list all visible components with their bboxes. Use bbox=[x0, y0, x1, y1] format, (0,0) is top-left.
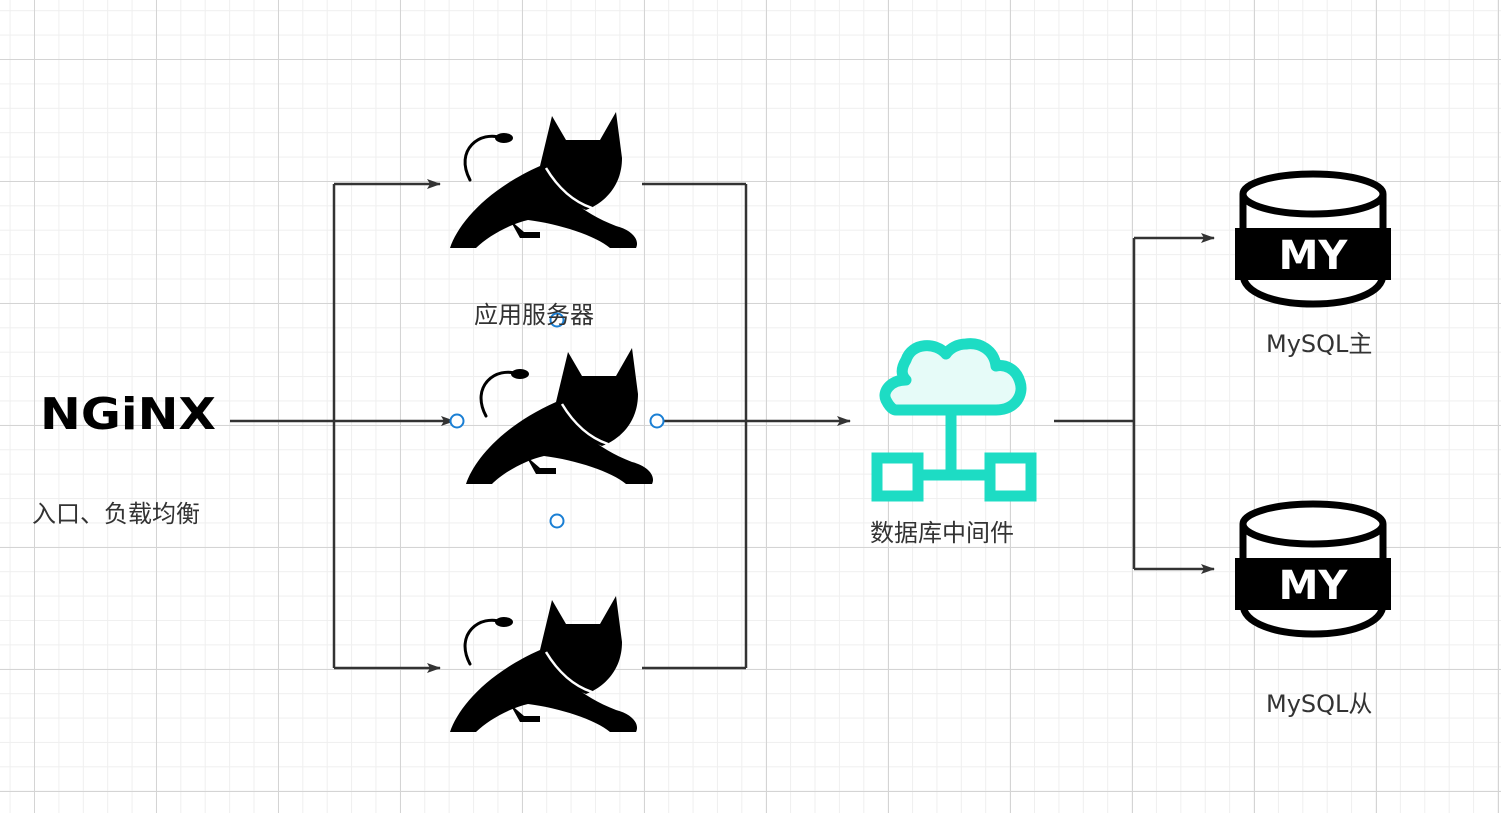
mysql-master-badge: MY bbox=[1279, 233, 1349, 279]
connector-group-servers-to-middleware bbox=[642, 182, 851, 670]
selection-handle-top[interactable] bbox=[549, 312, 565, 328]
nginx-logo[interactable]: NGiNX bbox=[40, 389, 216, 440]
app-server-2-icon[interactable] bbox=[464, 346, 655, 484]
selection-handle-right[interactable] bbox=[649, 413, 665, 429]
connector-group-middleware-to-mysql bbox=[1054, 233, 1215, 574]
database-middleware-icon[interactable] bbox=[871, 338, 1037, 502]
nginx-label: 入口、负载均衡 bbox=[32, 500, 200, 528]
selection-handles bbox=[449, 312, 665, 529]
mysql-master-label: MySQL主 bbox=[1266, 330, 1373, 358]
middleware-label: 数据库中间件 bbox=[870, 519, 1014, 547]
selection-handle-bottom[interactable] bbox=[549, 513, 565, 529]
mysql-slave-label: MySQL从 bbox=[1266, 690, 1373, 718]
app-server-label: 应用服务器 bbox=[474, 301, 594, 329]
app-server-1-icon[interactable] bbox=[448, 110, 639, 248]
mysql-slave-badge: MY bbox=[1279, 563, 1349, 609]
selection-handle-left[interactable] bbox=[449, 413, 465, 429]
app-server-3-icon[interactable] bbox=[448, 594, 639, 732]
connector-group-nginx-to-servers bbox=[230, 179, 455, 673]
